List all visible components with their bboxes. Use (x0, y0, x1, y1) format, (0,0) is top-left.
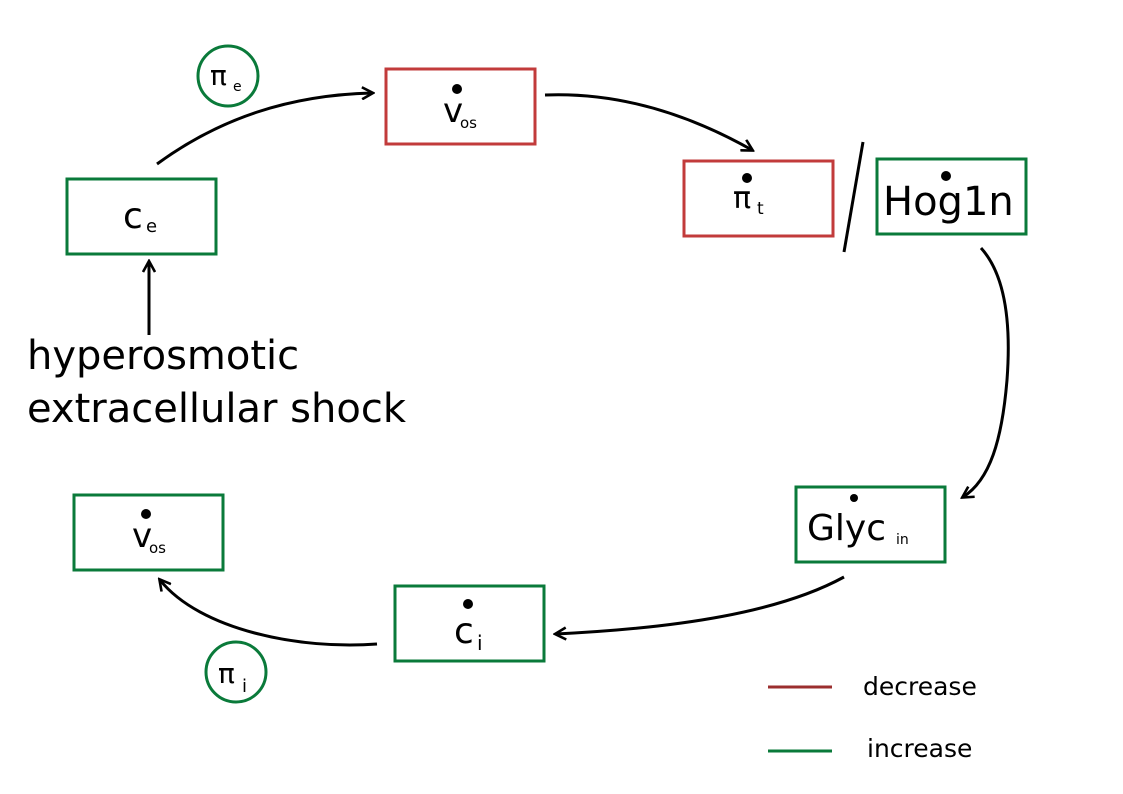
circle-pie-sub: e (233, 79, 242, 95)
node-ce-sub: e (146, 216, 157, 237)
node-vos-top-dot (452, 84, 462, 94)
node-ci: c i (393, 584, 546, 663)
node-pit-main: π (733, 181, 751, 216)
stimulus-line2: extracellular shock (27, 386, 407, 432)
node-glyc-main: Glyc (807, 508, 886, 549)
arrow-ci-to-vos (160, 580, 378, 647)
node-hog1n-dot (941, 171, 951, 181)
circle-pie-main: π (210, 59, 227, 92)
node-vos-top: v os (384, 67, 537, 146)
circle-pii: π i (204, 640, 268, 704)
arrow-ce-to-vos (156, 93, 372, 166)
node-vos-bottom-dot (141, 509, 151, 519)
node-vos-top-sub: os (460, 114, 477, 132)
node-ce: c e (65, 177, 218, 256)
node-glyc-sub: in (896, 532, 909, 548)
legend-increase-label: increase (867, 734, 972, 763)
node-ci-main: c (454, 611, 474, 652)
node-vos-bottom: v os (72, 493, 225, 572)
node-glyc: Glyc in (794, 485, 947, 564)
node-hog1n-main: Hog1n (883, 179, 1014, 225)
stimulus-line1: hyperosmotic (27, 333, 299, 379)
node-pit-sub: t (757, 199, 764, 219)
node-pit-dot (742, 173, 752, 183)
node-vos-bottom-sub: os (149, 539, 166, 557)
slash-separator (842, 141, 865, 253)
circle-pie: π e (196, 44, 260, 108)
node-hog1n: Hog1n (875, 157, 1028, 236)
arrow-vos-to-pit (544, 93, 752, 150)
circle-pii-main: π (218, 657, 235, 690)
arrow-glyc-to-ci (556, 575, 845, 634)
arrow-hog1n-to-glyc (963, 246, 1010, 497)
legend: decrease increase (768, 672, 977, 763)
circle-pii-sub: i (242, 676, 247, 697)
node-glyc-dot (850, 494, 858, 502)
node-vos-top-main: v (443, 91, 463, 131)
node-ci-sub: i (477, 631, 483, 655)
node-vos-bottom-main: v (132, 516, 152, 556)
node-ci-dot (463, 599, 473, 609)
node-pit: π t (682, 159, 835, 238)
legend-decrease-label: decrease (863, 672, 977, 701)
node-ce-main: c (123, 196, 143, 237)
